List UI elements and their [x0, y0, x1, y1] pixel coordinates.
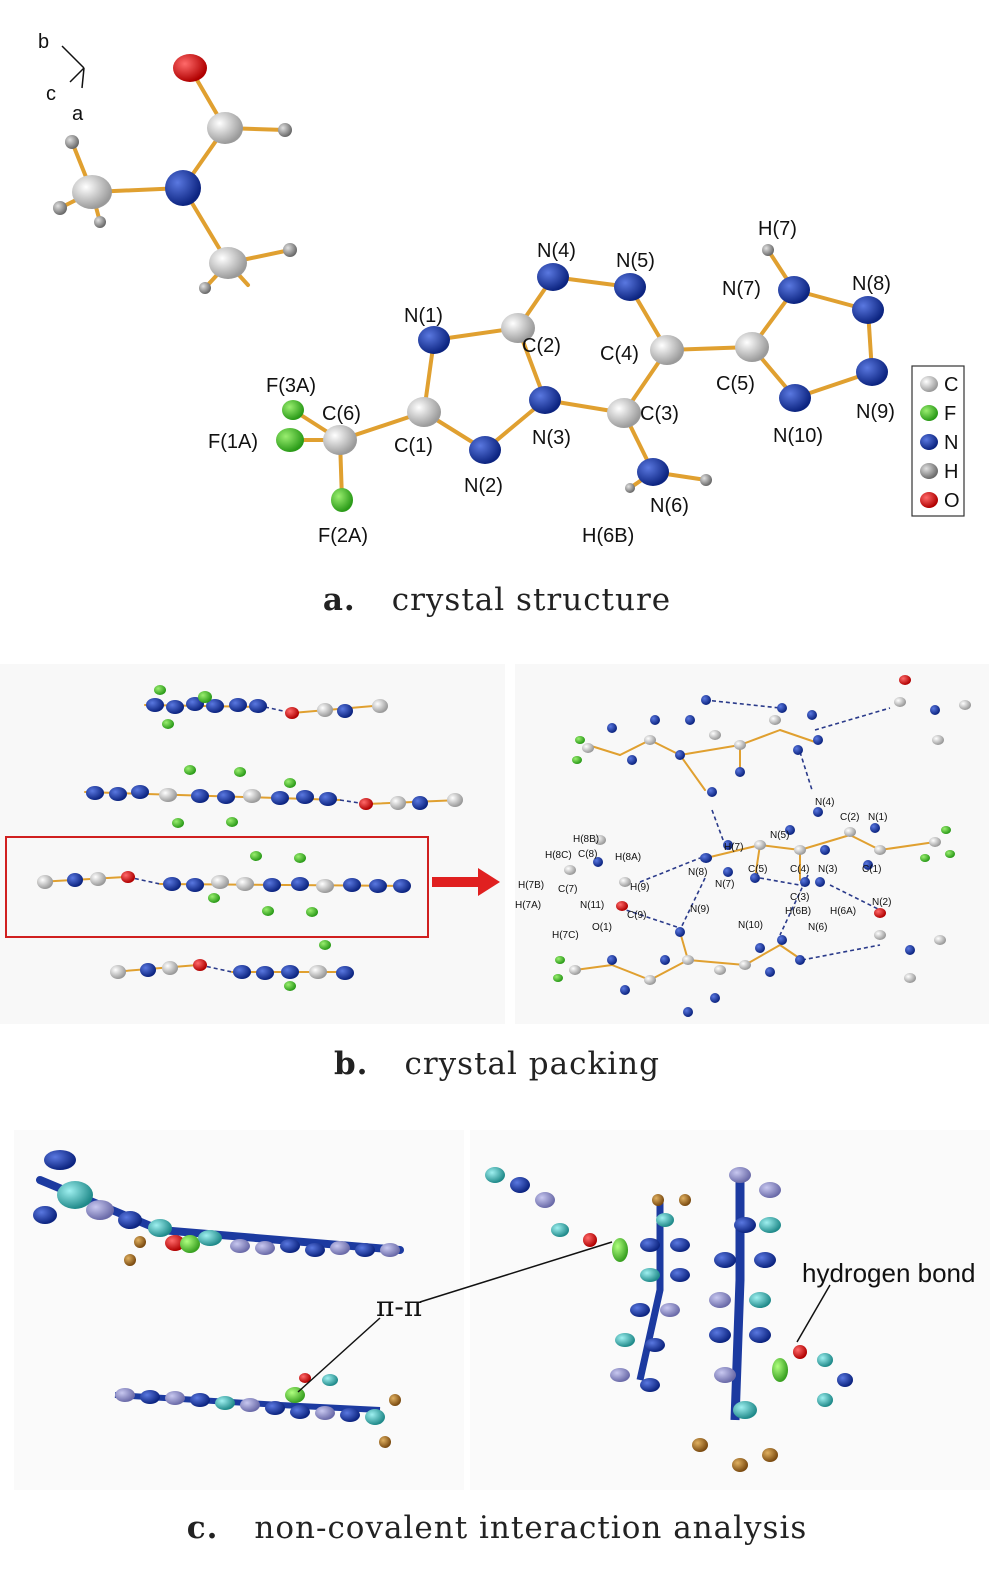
caption-a-text: crystal structure [391, 582, 672, 618]
main-molecule [276, 244, 888, 512]
legend-label-c: C [944, 374, 958, 396]
packing-label: N(6) [808, 922, 827, 933]
dmf-molecule [53, 54, 297, 294]
packing-label: N(2) [872, 897, 891, 908]
atom-label: C(6) [322, 403, 361, 425]
packing-layers [5, 685, 463, 991]
packing-label: H(7B) [518, 880, 544, 891]
atom-label: C(2) [522, 335, 561, 357]
caption-c-letter: c. [186, 1510, 219, 1546]
atom-label: N(6) [650, 495, 689, 517]
packing-label: C(5) [748, 864, 767, 875]
legend-label-h: H [944, 461, 958, 483]
arrow-icon [432, 868, 500, 896]
pi-pi-annotation: π-π [297, 1241, 613, 1393]
packing-label: C(3) [790, 892, 809, 903]
atom-label: F(3A) [266, 375, 316, 397]
packing-label: H(7) [724, 842, 743, 853]
packing-label: C(8) [578, 849, 597, 860]
caption-b: b. crystal packing [0, 1046, 994, 1082]
atom-label: N(1) [404, 305, 443, 327]
atom-label: N(5) [616, 250, 655, 272]
atom-label: N(8) [852, 273, 891, 295]
atom-label: N(2) [464, 475, 503, 497]
caption-a: a. crystal structure [0, 582, 994, 618]
axis-label-c: c [46, 83, 56, 105]
packing-label: N(11) [580, 900, 604, 911]
axis-label-a: a [72, 103, 84, 125]
packing-label: C(1) [862, 864, 881, 875]
packing-label: N(8) [688, 867, 707, 878]
caption-b-letter: b. [334, 1046, 369, 1082]
caption-a-letter: a. [322, 582, 356, 618]
atom-label: H(7) [758, 218, 797, 240]
atom-label: F(1A) [208, 431, 258, 453]
nci-top-view [485, 1167, 853, 1472]
highlight-box [5, 836, 429, 938]
atom-label: N(9) [856, 401, 895, 423]
atom-label: N(10) [773, 425, 823, 447]
element-legend: C F N H O [911, 365, 965, 517]
panel-b-crystal-packing: H(8B) H(8C) C(8) H(8A) H(7B) C(7) N(11) … [0, 660, 994, 1030]
atom-label: F(2A) [318, 525, 368, 547]
nci-side-view-top [33, 1150, 404, 1266]
legend-label-o: O [944, 490, 960, 512]
packing-label: C(7) [558, 884, 577, 895]
packing-label: N(5) [770, 830, 789, 841]
panel-a-crystal-structure: b c a [0, 0, 994, 560]
packing-label: H(8B) [573, 834, 599, 845]
packing-label: O(1) [592, 922, 612, 933]
atom-label: C(3) [640, 403, 679, 425]
hydrogen-bond-annotation: hydrogen bond [796, 1258, 975, 1343]
packing-label: N(9) [690, 904, 709, 915]
packing-label: N(3) [818, 864, 837, 875]
packing-label: H(7C) [552, 930, 579, 941]
panel-c-nci-analysis: π-π hydrogen bond [0, 1120, 994, 1490]
caption-b-text: crystal packing [404, 1046, 660, 1082]
packing-label: H(9) [630, 882, 649, 893]
legend-label-f: F [944, 403, 956, 425]
hbond-network: H(8B) H(8C) C(8) H(8A) H(7B) C(7) N(11) … [515, 675, 971, 1017]
atom-label: N(4) [537, 240, 576, 262]
pi-pi-label: π-π [376, 1290, 422, 1323]
packing-label: C(9) [627, 910, 646, 921]
packing-label: N(4) [815, 797, 834, 808]
caption-c-text: non-covalent interaction analysis [254, 1510, 808, 1546]
packing-label: H(8C) [545, 850, 572, 861]
crystal-structure-figure: b c a [38, 31, 965, 547]
nci-analysis-figure: π-π hydrogen bond [14, 1130, 990, 1490]
packing-label: N(1) [868, 812, 887, 823]
packing-label: H(6A) [830, 906, 856, 917]
hydrogen-bond-label: hydrogen bond [802, 1258, 975, 1288]
atom-label: N(3) [532, 427, 571, 449]
atom-label: N(7) [722, 278, 761, 300]
packing-label: H(7A) [515, 900, 541, 911]
packing-label: N(7) [715, 879, 734, 890]
atom-label: C(4) [600, 343, 639, 365]
legend-label-n: N [944, 432, 958, 454]
atom-label: C(5) [716, 373, 755, 395]
packing-label: H(8A) [615, 852, 641, 863]
atom-labels: N(1) N(2) N(3) N(4) N(5) N(6) N(7) N(8) … [208, 218, 895, 547]
packing-label: N(10) [738, 920, 763, 931]
atom-label: C(1) [394, 435, 433, 457]
nci-side-view-bottom [114, 1373, 401, 1448]
atom-label: H(6B) [582, 525, 634, 547]
packing-label: H(6B) [785, 906, 811, 917]
packing-label: C(4) [790, 864, 809, 875]
axis-indicator: b c a [38, 31, 85, 125]
axis-label-b: b [38, 31, 49, 53]
packing-label: C(2) [840, 812, 859, 823]
crystal-packing-figure: H(8B) H(8C) C(8) H(8A) H(7B) C(7) N(11) … [0, 664, 989, 1024]
caption-c: c. non-covalent interaction analysis [0, 1510, 994, 1546]
